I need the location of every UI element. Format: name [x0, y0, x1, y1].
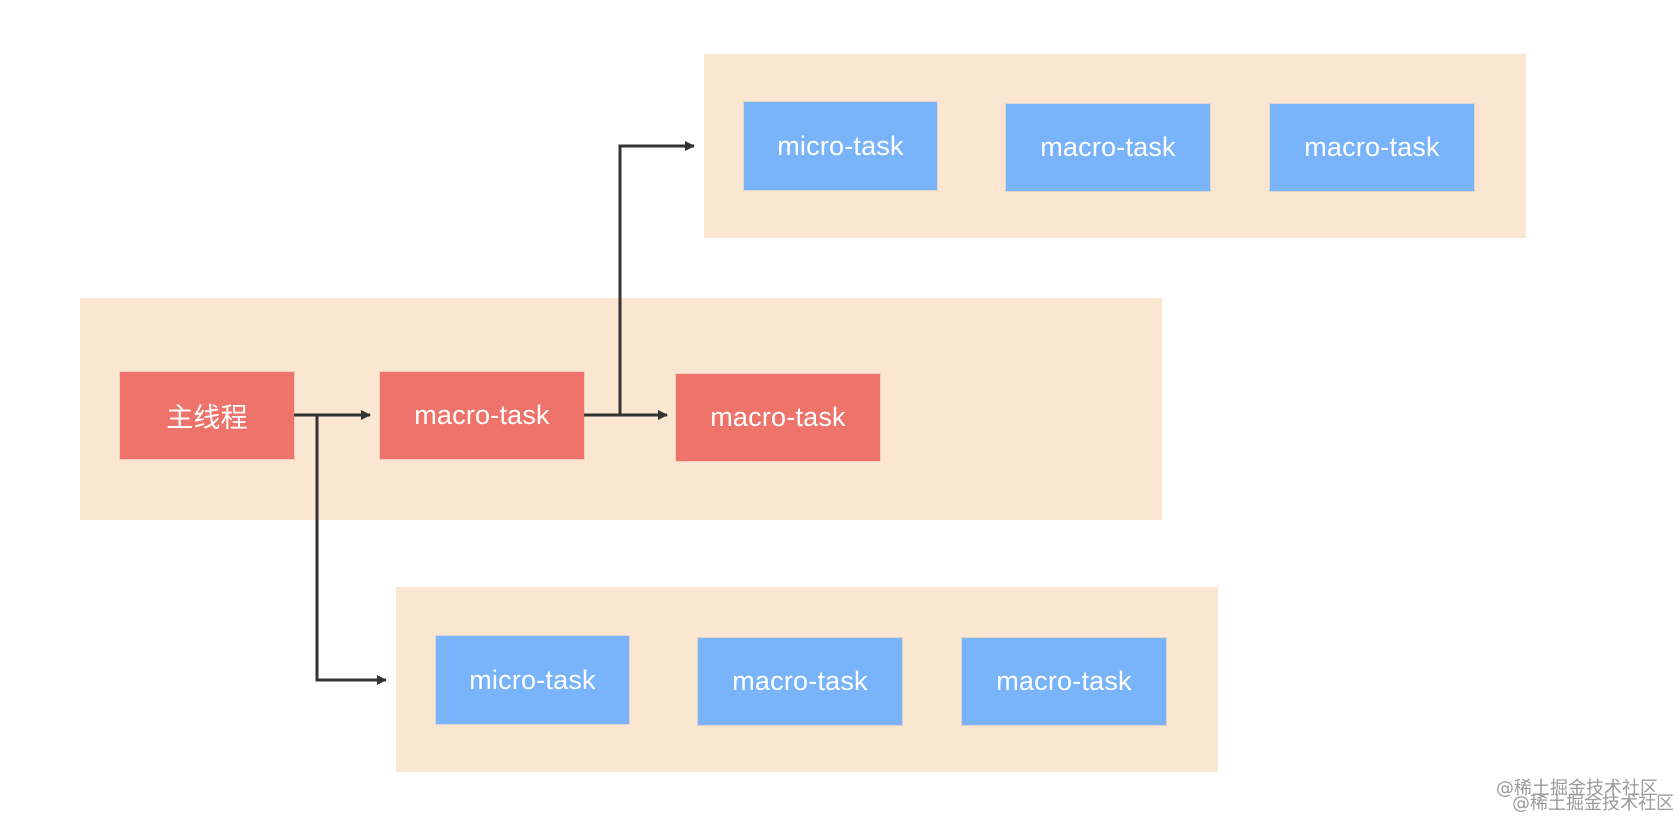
main-thread-node: 主线程 [120, 372, 294, 459]
top-macro-task-1: macro-task [1006, 104, 1210, 191]
watermark-line-2: @稀土掘金技术社区 [1512, 793, 1674, 814]
bottom-macro-task-2: macro-task [962, 638, 1166, 725]
watermark-line-1: @稀土掘金技术社区 [1496, 778, 1658, 799]
bottom-macro-task-1: macro-task [698, 638, 902, 725]
bottom-micro-task: micro-task [436, 636, 629, 724]
top-macro-task-2: macro-task [1270, 104, 1474, 191]
top-micro-task: micro-task [744, 102, 937, 190]
middle-macro-task-1: macro-task [380, 372, 584, 459]
middle-macro-task-2: macro-task [676, 374, 880, 461]
